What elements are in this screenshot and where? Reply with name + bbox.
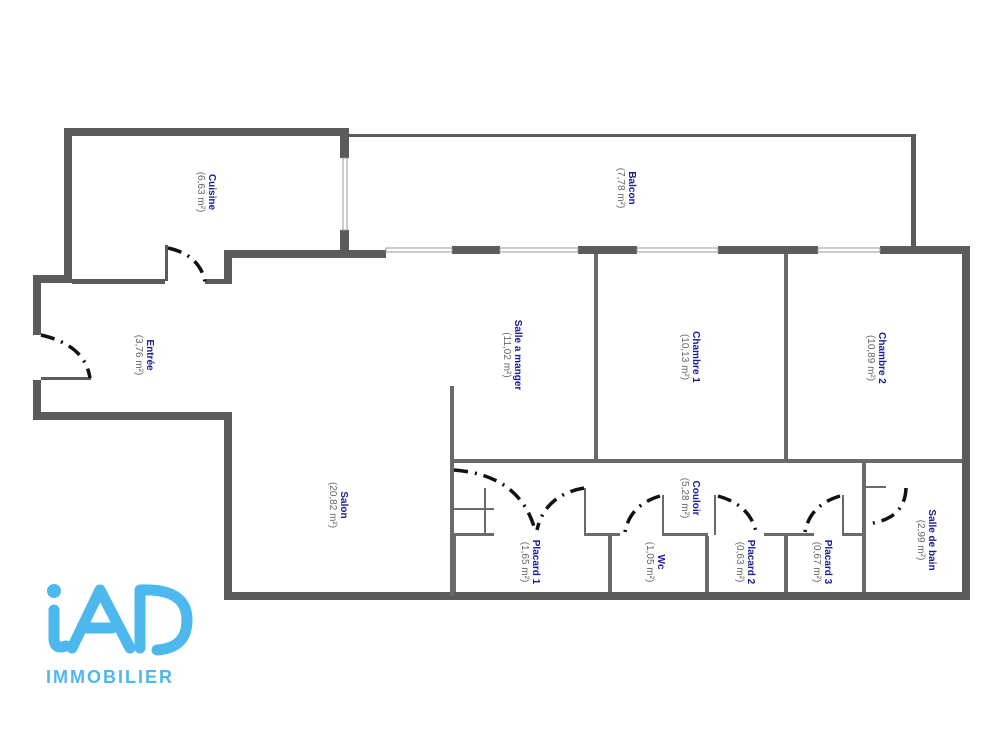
room-label-chambre-1: Chambre 1(10,13 m²) — [679, 331, 701, 383]
logo-subtitle: IMMOBILIER — [46, 667, 174, 687]
door-swings — [40, 246, 908, 533]
room-label-couloir: Couloir(5,28 m²) — [679, 477, 701, 519]
room-label-entree: Entrée(3,76 m²) — [133, 334, 155, 376]
room-label-balcon: Balcon(7,78 m²) — [615, 167, 637, 209]
room-label-cuisine: Cuisine(6,63 m²) — [195, 171, 217, 213]
room-label-placard-2: Placard 2(0,63 m²) — [734, 539, 756, 585]
iad-logo — [47, 584, 193, 656]
room-label-salon: Salon(20,82 m²) — [327, 481, 349, 529]
room-label-salle-de-bain: Salle de bain(2,99 m²) — [915, 509, 937, 571]
room-label-wc: Wc(1,05 m²) — [644, 541, 666, 583]
room-label-placard-3: Placard 3(0,67 m²) — [811, 539, 833, 585]
walls — [33, 128, 970, 600]
room-label-salle-a-manger: Salle a manger(11,02 m²) — [501, 319, 523, 391]
room-label-placard-1: Placard 1(1,65 m²) — [519, 539, 541, 585]
room-label-chambre-2: Chambre 2(10,89 m²) — [865, 332, 887, 384]
